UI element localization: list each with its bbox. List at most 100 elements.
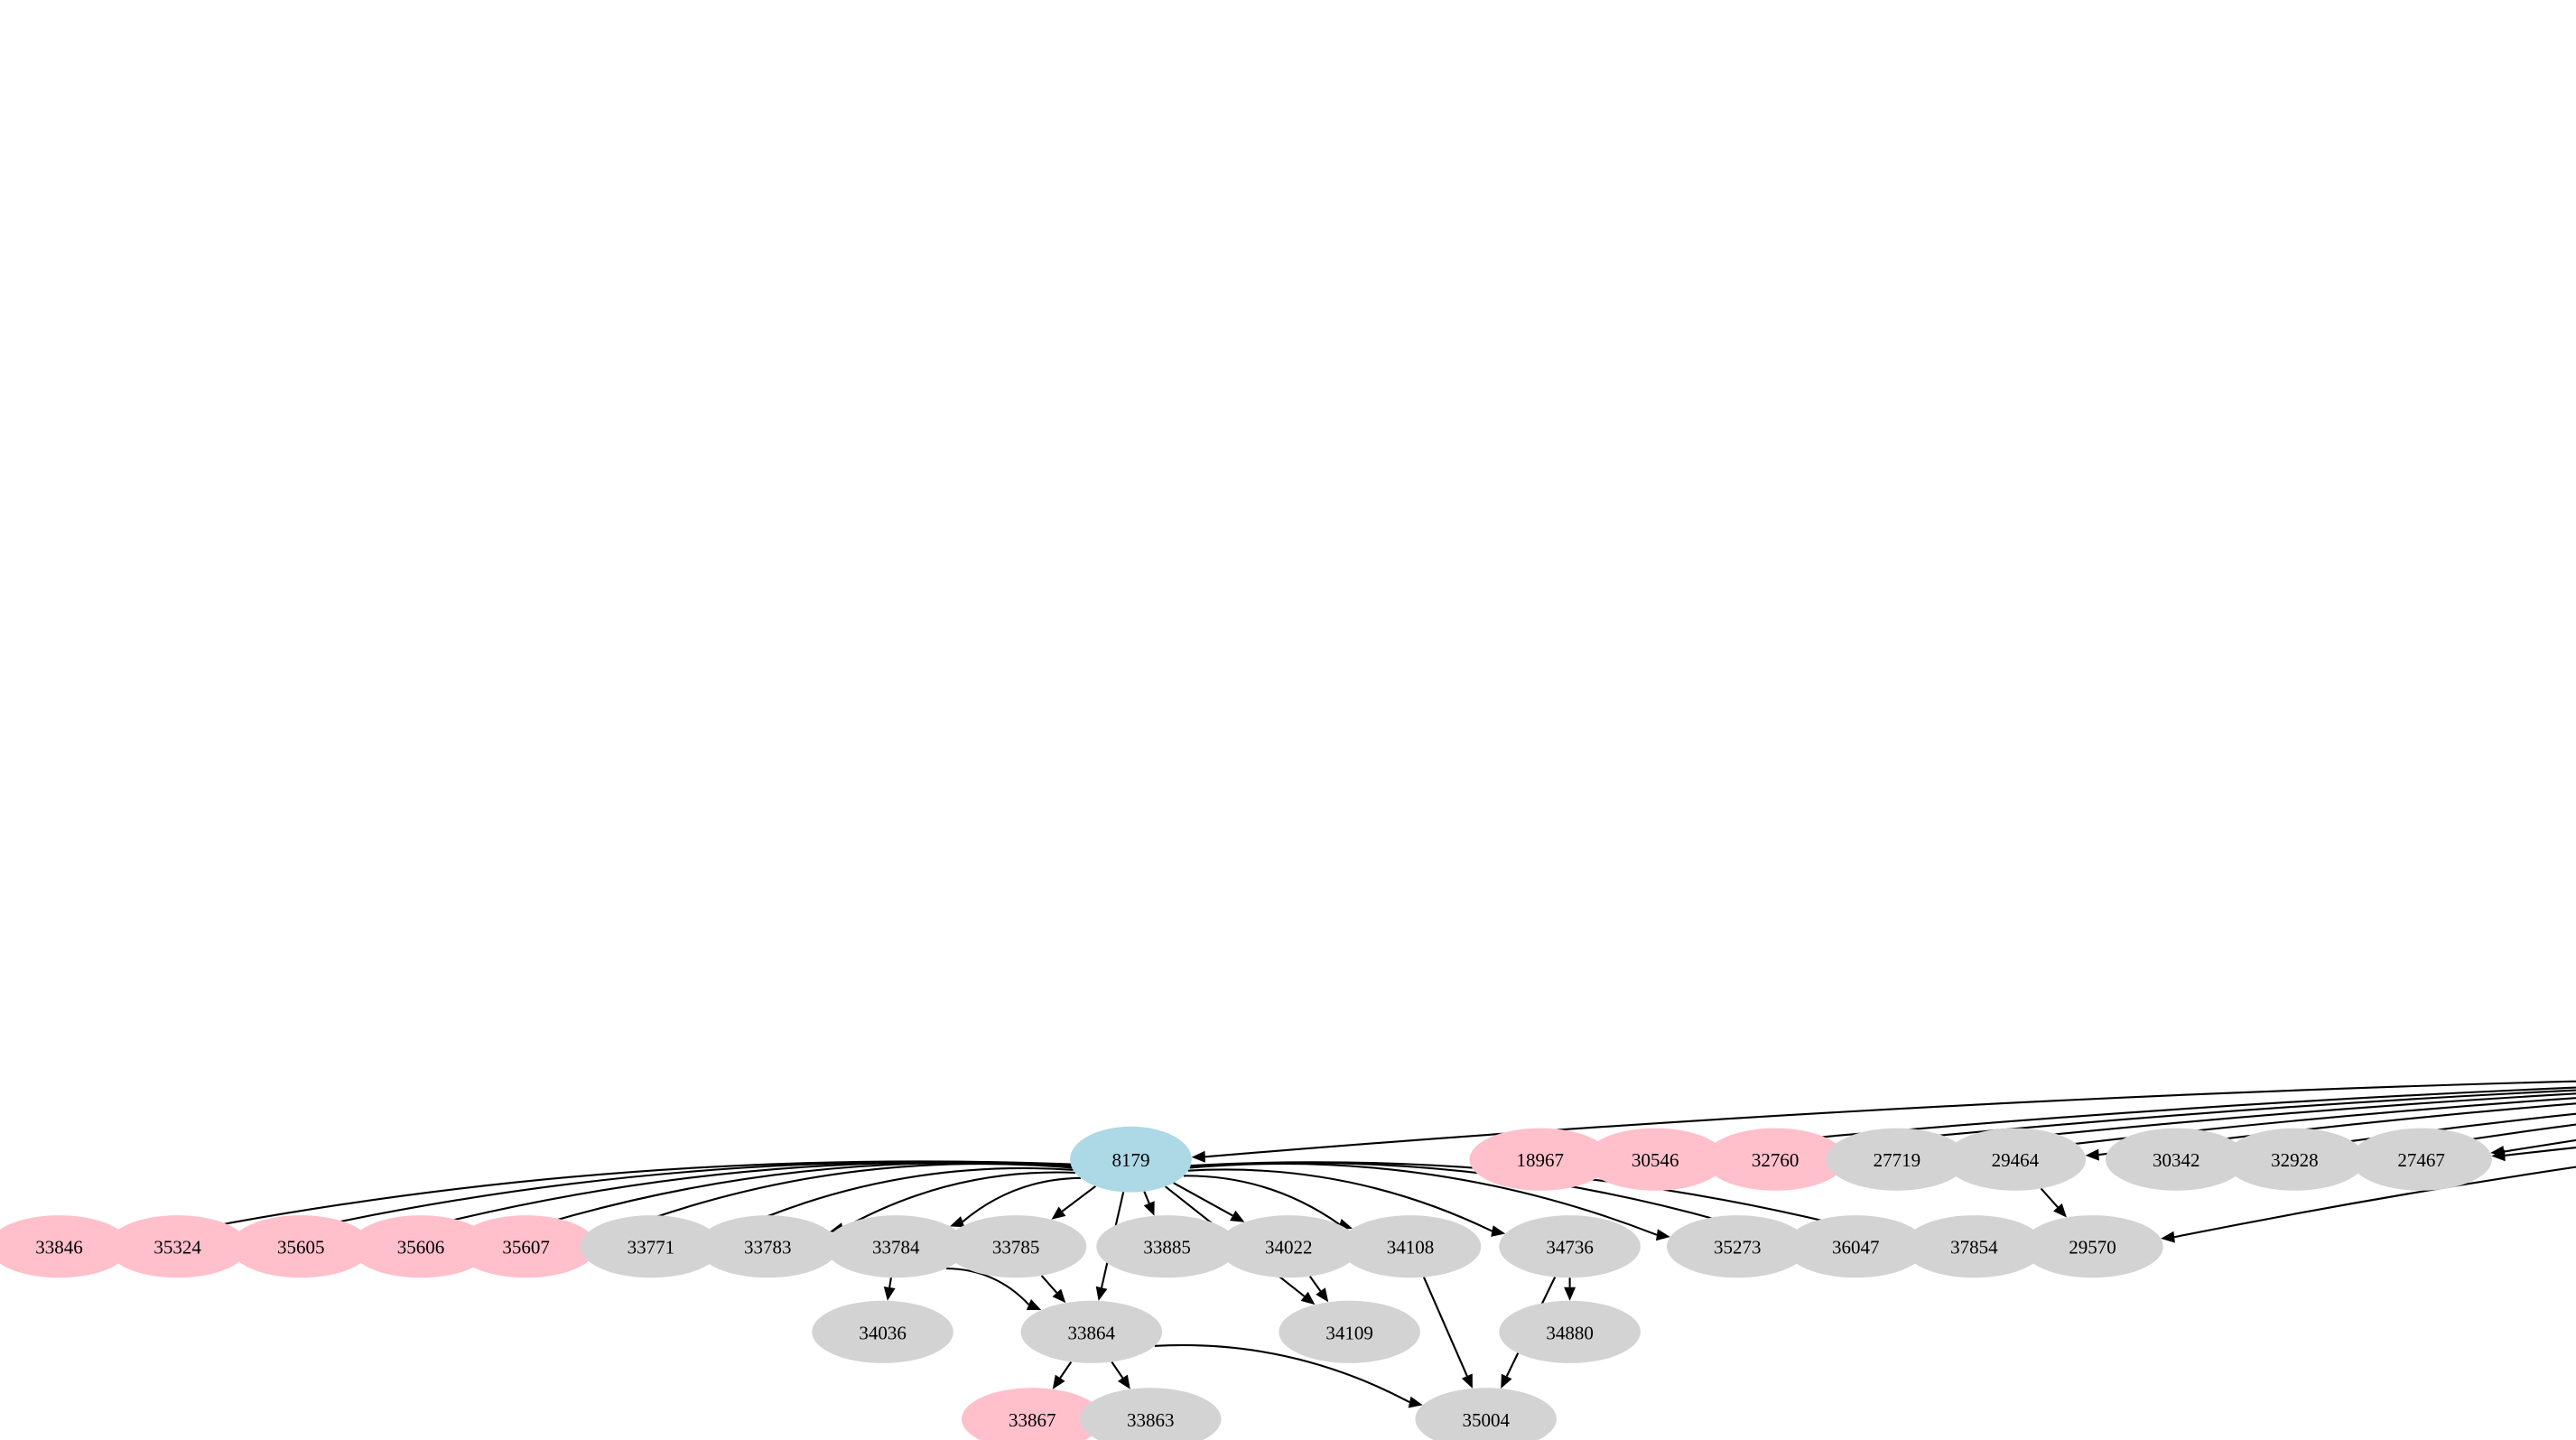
edges-layer bbox=[128, 1080, 2576, 1408]
node-ellipse[interactable] bbox=[0, 1215, 130, 1278]
edge-arrowhead bbox=[1118, 1374, 1130, 1389]
node-label: 33864 bbox=[1068, 1322, 1116, 1343]
node-ellipse[interactable] bbox=[1826, 1128, 1968, 1191]
node-ellipse[interactable] bbox=[107, 1215, 248, 1278]
graph-node[interactable]: 30342 bbox=[2106, 1128, 2247, 1191]
node-ellipse[interactable] bbox=[1584, 1128, 1726, 1191]
node-ellipse[interactable] bbox=[1785, 1215, 1927, 1278]
graph-node[interactable]: 29570 bbox=[2022, 1215, 2163, 1278]
graph-node[interactable]: 34108 bbox=[1339, 1215, 1482, 1278]
node-ellipse[interactable] bbox=[944, 1215, 1087, 1278]
node-ellipse[interactable] bbox=[812, 1300, 953, 1363]
graph-node[interactable]: 35605 bbox=[229, 1215, 372, 1278]
graph-node[interactable]: 34022 bbox=[1218, 1215, 1360, 1278]
node-label: 34036 bbox=[859, 1322, 907, 1343]
graph-edge bbox=[2377, 1123, 2576, 1156]
edge-arrowhead bbox=[883, 1287, 896, 1301]
node-ellipse[interactable] bbox=[1415, 1388, 1557, 1440]
graph-node[interactable]: 35606 bbox=[349, 1215, 492, 1278]
graph-node[interactable]: 18967 bbox=[1469, 1128, 1612, 1191]
node-ellipse[interactable] bbox=[1667, 1215, 1809, 1278]
graph-node[interactable]: 27719 bbox=[1826, 1128, 1968, 1191]
node-label: 33785 bbox=[992, 1237, 1040, 1259]
graph-edge bbox=[1187, 1168, 1493, 1232]
node-ellipse[interactable] bbox=[2106, 1128, 2247, 1191]
graph-node[interactable]: 35607 bbox=[455, 1215, 597, 1278]
node-label: 34736 bbox=[1546, 1237, 1594, 1259]
graph-node[interactable]: 35004 bbox=[1415, 1388, 1557, 1440]
node-ellipse[interactable] bbox=[1096, 1215, 1238, 1278]
graph-edge bbox=[2503, 1138, 2576, 1153]
node-ellipse[interactable] bbox=[824, 1215, 967, 1278]
graph-edge bbox=[1858, 1092, 2576, 1157]
graph-node[interactable]: 34736 bbox=[1499, 1215, 1641, 1278]
graph-node[interactable]: 33864 bbox=[1020, 1300, 1163, 1363]
node-label: 33783 bbox=[744, 1237, 792, 1259]
graph-node[interactable]: 33885 bbox=[1096, 1215, 1238, 1278]
node-ellipse[interactable] bbox=[2224, 1128, 2366, 1191]
node-ellipse[interactable] bbox=[1080, 1388, 1222, 1440]
graph-node[interactable]: 33771 bbox=[580, 1215, 722, 1278]
node-ellipse[interactable] bbox=[2350, 1128, 2492, 1191]
graph-node[interactable]: 37854 bbox=[1903, 1215, 2045, 1278]
edge-arrowhead bbox=[1230, 1210, 1245, 1222]
node-label: 35607 bbox=[502, 1237, 550, 1259]
graph-node[interactable]: 8179 bbox=[1070, 1126, 1192, 1193]
graph-edge bbox=[1143, 1191, 1150, 1204]
graph-node[interactable]: 33783 bbox=[696, 1215, 839, 1278]
node-ellipse[interactable] bbox=[349, 1215, 492, 1278]
graph-node[interactable]: 33846 bbox=[0, 1215, 130, 1278]
node-ellipse[interactable] bbox=[1903, 1215, 2045, 1278]
node-ellipse[interactable] bbox=[2022, 1215, 2163, 1278]
node-label: 30546 bbox=[1632, 1149, 1679, 1171]
node-label: 35273 bbox=[1714, 1237, 1762, 1259]
node-label: 27467 bbox=[2397, 1149, 2445, 1171]
node-label: 36047 bbox=[1832, 1237, 1880, 1259]
graph-node[interactable]: 32760 bbox=[1704, 1128, 1846, 1191]
node-label: 32760 bbox=[1752, 1149, 1799, 1171]
graph-node[interactable]: 29464 bbox=[1944, 1128, 2087, 1191]
node-ellipse[interactable] bbox=[1944, 1128, 2087, 1191]
node-ellipse[interactable] bbox=[229, 1215, 372, 1278]
node-label: 32928 bbox=[2271, 1149, 2319, 1171]
graph-node[interactable]: 36047 bbox=[1785, 1215, 1927, 1278]
graph-node[interactable]: 35273 bbox=[1667, 1215, 1809, 1278]
node-label: 33771 bbox=[628, 1237, 675, 1259]
graph-edge bbox=[606, 1163, 1073, 1236]
node-ellipse[interactable] bbox=[1070, 1126, 1192, 1193]
graph-node[interactable]: 27467 bbox=[2350, 1128, 2492, 1191]
graph-node[interactable]: 30546 bbox=[1584, 1128, 1726, 1191]
node-label: 29464 bbox=[1992, 1149, 2040, 1171]
graph-node[interactable]: 34880 bbox=[1499, 1300, 1641, 1363]
node-ellipse[interactable] bbox=[580, 1215, 722, 1278]
node-ellipse[interactable] bbox=[962, 1388, 1103, 1440]
node-ellipse[interactable] bbox=[1499, 1300, 1641, 1363]
node-ellipse[interactable] bbox=[696, 1215, 839, 1278]
node-ellipse[interactable] bbox=[1339, 1215, 1482, 1278]
edge-arrowhead bbox=[1408, 1396, 1423, 1408]
graph-edge bbox=[2173, 1166, 2576, 1239]
graph-node[interactable]: 34109 bbox=[1279, 1300, 1420, 1363]
node-ellipse[interactable] bbox=[1704, 1128, 1846, 1191]
graph-edge bbox=[2259, 1112, 2576, 1156]
node-ellipse[interactable] bbox=[1020, 1300, 1163, 1363]
graph-node[interactable]: 34036 bbox=[812, 1300, 953, 1363]
edge-arrowhead bbox=[2491, 1149, 2506, 1162]
graph-node[interactable]: 33863 bbox=[1080, 1388, 1222, 1440]
graph-edge bbox=[1980, 1097, 2576, 1157]
node-ellipse[interactable] bbox=[1279, 1300, 1420, 1363]
node-ellipse[interactable] bbox=[1499, 1215, 1641, 1278]
graph-node[interactable]: 33785 bbox=[944, 1215, 1087, 1278]
graph-node[interactable]: 33867 bbox=[962, 1388, 1103, 1440]
graph-node[interactable]: 35324 bbox=[107, 1215, 248, 1278]
node-ellipse[interactable] bbox=[1218, 1215, 1360, 1278]
graph-node[interactable]: 32928 bbox=[2224, 1128, 2366, 1191]
node-ellipse[interactable] bbox=[455, 1215, 597, 1278]
node-label: 30342 bbox=[2153, 1149, 2200, 1171]
graph-edge bbox=[888, 1277, 892, 1288]
node-label: 18967 bbox=[1517, 1149, 1565, 1171]
edge-arrowhead bbox=[1491, 1225, 1506, 1237]
graph-node[interactable]: 33784 bbox=[824, 1215, 967, 1278]
node-ellipse[interactable] bbox=[1469, 1128, 1612, 1191]
